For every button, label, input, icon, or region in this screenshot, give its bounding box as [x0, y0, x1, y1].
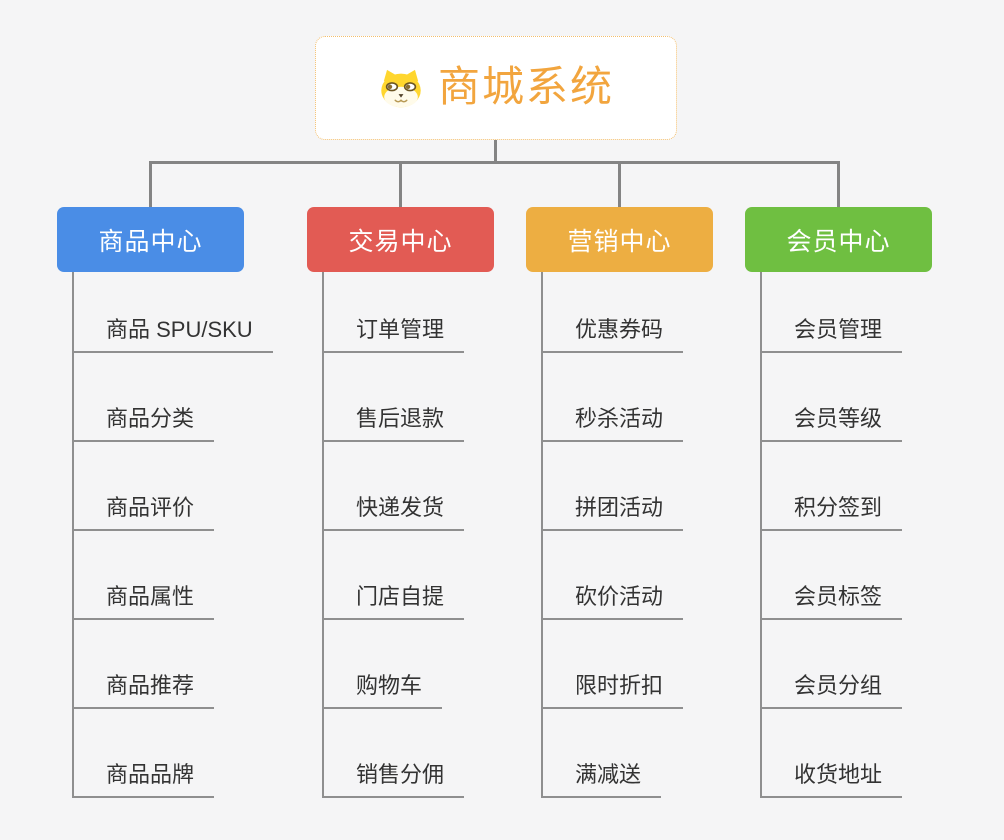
child-topic-row: 满减送	[541, 709, 683, 798]
connector-column-line	[541, 272, 543, 798]
child-topic-row: 快递发货	[322, 442, 465, 531]
child-topic-row: 商品分类	[72, 353, 273, 442]
child-topic-row: 会员等级	[760, 353, 903, 442]
child-topic[interactable]: 门店自提	[322, 584, 465, 620]
connector-branch-drop	[618, 161, 621, 210]
branch-topic-label: 会员中心	[786, 227, 891, 256]
branch-topic[interactable]: 营销中心	[526, 207, 713, 272]
child-topic-row: 会员标签	[760, 531, 903, 620]
child-topic[interactable]: 砍价活动	[541, 584, 684, 620]
child-topic-row: 商品评价	[72, 442, 273, 531]
child-topic[interactable]: 会员分组	[760, 673, 903, 709]
child-topic-row: 秒杀活动	[541, 353, 684, 442]
connector-column-line	[72, 272, 74, 798]
child-topic-row: 门店自提	[322, 531, 465, 620]
branch-children: 会员管理会员等级积分签到会员标签会员分组收货地址	[760, 264, 903, 798]
connector-branch-drop	[837, 161, 840, 210]
child-topic[interactable]: 满减送	[541, 762, 662, 798]
child-topic-row: 销售分佣	[322, 709, 465, 798]
child-topic[interactable]: 售后退款	[322, 406, 465, 442]
child-topic-row: 商品推荐	[72, 620, 273, 709]
child-topic-row: 订单管理	[322, 264, 465, 353]
root-topic-label: 商城系统	[437, 63, 614, 110]
child-topic[interactable]: 限时折扣	[541, 673, 684, 709]
child-topic-row: 会员管理	[760, 264, 903, 353]
branch-children: 优惠券码秒杀活动拼团活动砍价活动限时折扣满减送	[541, 264, 684, 798]
connector-bus	[149, 161, 840, 164]
connector-branch-drop	[149, 161, 152, 210]
connector-column-line	[322, 272, 324, 798]
child-topic[interactable]: 商品 SPU/SKU	[72, 317, 273, 353]
child-topic[interactable]: 积分签到	[760, 495, 903, 531]
branch-topic-label: 营销中心	[567, 227, 672, 256]
branch-topic[interactable]: 交易中心	[307, 207, 494, 272]
root-topic[interactable]: 商城系统	[315, 36, 677, 140]
branch-children: 商品 SPU/SKU 商品分类商品评价商品属性商品推荐商品品牌	[72, 264, 273, 798]
child-topic-row: 售后退款	[322, 353, 465, 442]
child-topic[interactable]: 拼团活动	[541, 495, 684, 531]
branch-topic[interactable]: 商品中心	[57, 207, 244, 272]
child-topic[interactable]: 收货地址	[760, 762, 903, 798]
child-topic[interactable]: 会员标签	[760, 584, 903, 620]
child-topic[interactable]: 购物车	[322, 673, 443, 709]
child-topic[interactable]: 订单管理	[322, 317, 465, 353]
dog-face-icon	[378, 68, 424, 108]
child-topic-row: 限时折扣	[541, 620, 684, 709]
branch-children: 订单管理售后退款快递发货门店自提购物车销售分佣	[322, 264, 465, 798]
connector-branch-drop	[399, 161, 402, 210]
child-topic[interactable]: 快递发货	[322, 495, 465, 531]
child-topic[interactable]: 商品品牌	[72, 762, 215, 798]
child-topic-row: 收货地址	[760, 709, 903, 798]
connector-root-drop	[494, 140, 497, 164]
child-topic-row: 优惠券码	[541, 264, 684, 353]
branch-topic-label: 交易中心	[348, 227, 453, 256]
child-topic[interactable]: 会员等级	[760, 406, 903, 442]
child-topic-row: 商品 SPU/SKU	[72, 264, 273, 353]
child-topic-row: 积分签到	[760, 442, 903, 531]
branch-topic[interactable]: 会员中心	[745, 207, 932, 272]
child-topic[interactable]: 秒杀活动	[541, 406, 684, 442]
child-topic[interactable]: 商品推荐	[72, 673, 215, 709]
child-topic-row: 商品属性	[72, 531, 273, 620]
child-topic[interactable]: 会员管理	[760, 317, 903, 353]
child-topic-row: 商品品牌	[72, 709, 273, 798]
branch-topic-label: 商品中心	[98, 227, 203, 256]
child-topic[interactable]: 销售分佣	[322, 762, 465, 798]
child-topic-row: 拼团活动	[541, 442, 684, 531]
connector-column-line	[760, 272, 762, 798]
child-topic[interactable]: 优惠券码	[541, 317, 684, 353]
child-topic[interactable]: 商品属性	[72, 584, 215, 620]
child-topic-row: 砍价活动	[541, 531, 684, 620]
child-topic-row: 会员分组	[760, 620, 903, 709]
child-topic-row: 购物车	[322, 620, 464, 709]
child-topic[interactable]: 商品分类	[72, 406, 215, 442]
child-topic[interactable]: 商品评价	[72, 495, 215, 531]
